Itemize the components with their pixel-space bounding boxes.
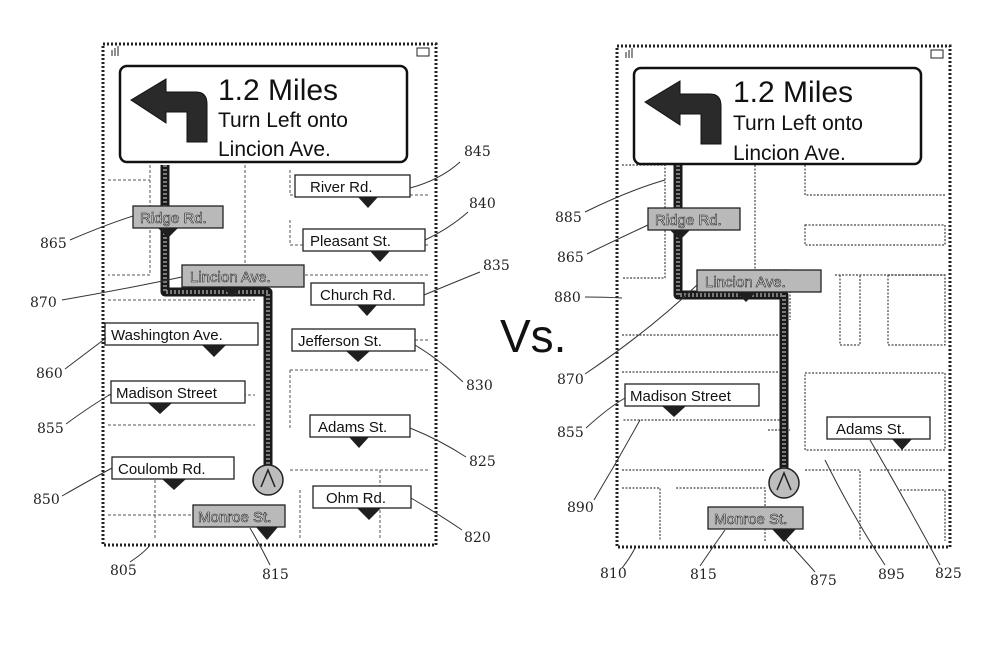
svg-text:Madison Street: Madison Street [630,388,732,405]
svg-text:830: 830 [466,378,493,394]
svg-text:845: 845 [464,144,491,160]
left-current-location-icon [252,464,284,496]
svg-text:855: 855 [37,421,64,437]
left-turn-arrow-icon [130,78,208,143]
svg-text:Madison Street: Madison Street [116,385,218,402]
right-label-monroe: Monroe St. [707,506,804,542]
left-label-monroe: Monroe St. [192,504,286,540]
svg-text:805: 805 [110,563,137,579]
svg-text:Lincion Ave.: Lincion Ave. [705,274,786,291]
right-signal-icon [625,48,633,58]
left-instruction-banner: 1.2 Miles Turn Left onto Lincion Ave. [118,64,409,164]
right-banner-instruction-line1: Turn Left onto [733,112,863,135]
right-label-adams: Adams St. [826,416,931,450]
left-label-adams: Adams St. [309,414,411,448]
right-label-lincion: Lincion Ave. [696,269,822,302]
svg-text:850: 850 [33,492,60,508]
svg-text:815: 815 [262,567,289,583]
left-label-pleasant: Pleasant St. [302,228,426,262]
svg-text:Lincion Ave.: Lincion Ave. [190,269,271,286]
svg-text:Church Rd.: Church Rd. [320,287,396,304]
left-banner-distance: 1.2 Miles [218,74,338,107]
right-device: 1.2 Miles Turn Left onto Lincion Ave. Ri… [554,44,962,589]
svg-text:870: 870 [557,372,584,388]
svg-text:Adams St.: Adams St. [836,421,905,438]
left-label-madison: Madison Street [110,380,246,414]
svg-text:Ridge Rd.: Ridge Rd. [140,210,207,227]
svg-text:880: 880 [554,290,581,306]
right-banner-instruction-line2: Lincion Ave. [733,142,846,165]
svg-text:870: 870 [30,295,57,311]
svg-text:810: 810 [600,566,627,582]
svg-text:895: 895 [878,567,905,583]
svg-text:Adams St.: Adams St. [318,419,387,436]
right-label-ridge: Ridge Rd. [647,207,741,240]
svg-text:Washington Ave.: Washington Ave. [111,327,223,344]
left-label-coulomb: Coulomb Rd. [111,456,235,490]
left-label-church: Church Rd. [310,282,425,316]
left-label-ohm: Ohm Rd. [312,485,412,520]
right-turn-arrow-icon [644,80,722,145]
svg-text:Monroe St.: Monroe St. [714,511,787,528]
svg-text:River Rd.: River Rd. [310,179,373,196]
left-label-ridge: Ridge Rd. [132,205,224,238]
left-banner-instruction-line1: Turn Left onto [218,109,348,132]
left-battery-icon [416,47,430,57]
svg-text:840: 840 [469,196,496,212]
left-reference-numerals: 845 840 835 830 825 820 815 805 850 855 … [30,144,510,583]
right-battery-icon [930,49,944,59]
left-label-river: River Rd. [294,174,411,208]
vs-label: Vs. [500,310,566,362]
svg-text:Ridge Rd.: Ridge Rd. [655,212,722,229]
svg-text:890: 890 [567,500,594,516]
svg-text:Jefferson St.: Jefferson St. [298,333,382,350]
svg-text:Coulomb Rd.: Coulomb Rd. [118,461,206,478]
svg-text:865: 865 [557,250,584,266]
svg-text:885: 885 [555,210,582,226]
svg-text:Monroe St.: Monroe St. [198,509,271,526]
svg-text:835: 835 [483,258,510,274]
svg-text:Pleasant St.: Pleasant St. [310,233,391,250]
right-instruction-banner: 1.2 Miles Turn Left onto Lincion Ave. [632,66,923,166]
right-current-location-icon [768,467,800,499]
svg-text:825: 825 [469,454,496,470]
svg-text:875: 875 [810,573,837,589]
svg-text:820: 820 [464,530,491,546]
left-device: 1.2 Miles Turn Left onto Lincion Ave. Ri… [30,42,510,583]
svg-text:855: 855 [557,425,584,441]
svg-text:815: 815 [690,567,717,583]
right-label-madison: Madison Street [624,383,760,417]
svg-text:865: 865 [40,236,67,252]
svg-text:860: 860 [36,366,63,382]
left-label-washington: Washington Ave. [104,322,259,357]
svg-text:825: 825 [935,566,962,582]
right-banner-distance: 1.2 Miles [733,76,853,109]
left-banner-instruction-line2: Lincion Ave. [218,138,331,161]
left-label-lincion: Lincion Ave. [181,264,305,297]
left-label-jefferson: Jefferson St. [291,328,416,362]
right-reference-numerals: 885 865 880 870 855 890 810 815 875 895 … [554,179,962,589]
left-signal-icon [111,46,119,56]
svg-text:Ohm Rd.: Ohm Rd. [326,490,386,507]
